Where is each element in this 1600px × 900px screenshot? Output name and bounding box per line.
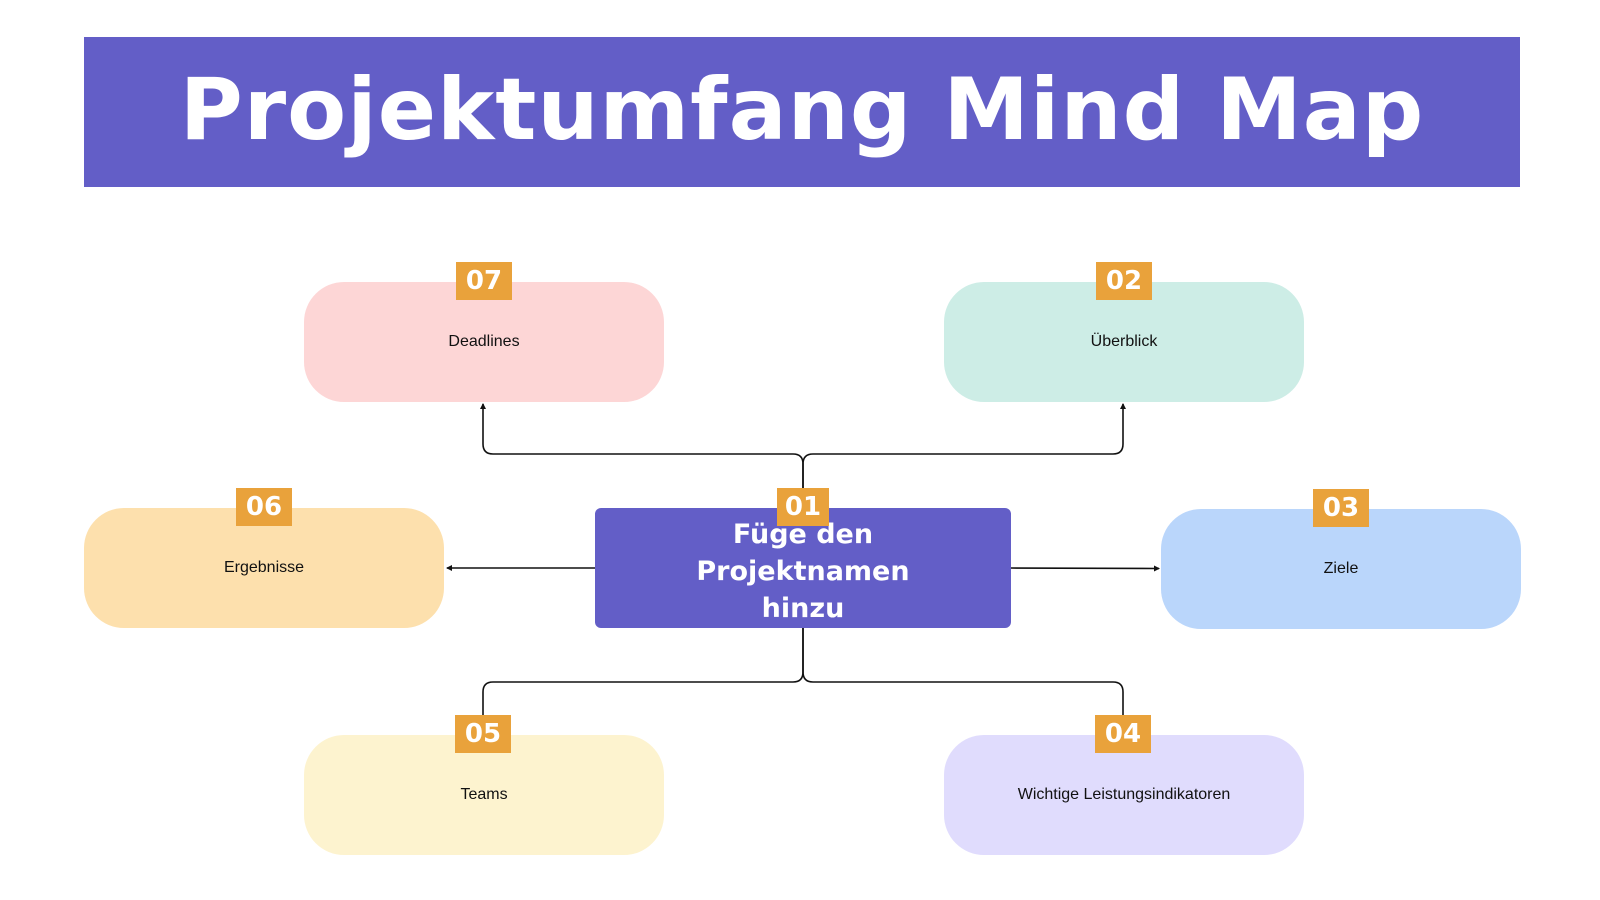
topic-label: Deadlines bbox=[448, 333, 520, 350]
topic-node-kpis: Wichtige Leistungsindikatoren bbox=[944, 735, 1304, 855]
topic-label: Teams bbox=[460, 786, 508, 803]
connector-to-teams bbox=[482, 628, 804, 716]
center-number-badge: 01 bbox=[777, 488, 829, 526]
connector-to-deadlines bbox=[480, 403, 804, 488]
center-node-text: Füge den Projektnamen hinzu bbox=[696, 518, 910, 624]
title-banner: Projektumfang Mind Map bbox=[84, 37, 1520, 187]
topic-number-badge: 04 bbox=[1095, 715, 1151, 753]
topic-label: Wichtige Leistungsindikatoren bbox=[1017, 786, 1231, 803]
topic-number-badge: 02 bbox=[1096, 262, 1152, 300]
connector-to-ziele bbox=[1010, 565, 1160, 572]
connector-to-ueberblick bbox=[802, 403, 1126, 488]
topic-label: Ergebnisse bbox=[223, 559, 305, 576]
topic-number-badge: 07 bbox=[456, 262, 512, 300]
connector-to-kpis bbox=[802, 628, 1124, 716]
topic-number-badge: 03 bbox=[1313, 489, 1369, 527]
topic-node-deadlines: Deadlines bbox=[304, 282, 664, 402]
topic-label: Überblick bbox=[1090, 333, 1158, 350]
topic-node-ueberblick: Überblick bbox=[944, 282, 1304, 402]
page-title: Projektumfang Mind Map bbox=[179, 60, 1425, 160]
center-node: Füge den Projektnamen hinzu bbox=[595, 508, 1011, 628]
topic-node-ergebnisse: Ergebnisse bbox=[84, 508, 444, 628]
topic-node-ziele: Ziele bbox=[1161, 509, 1521, 629]
topic-number-badge: 06 bbox=[236, 488, 292, 526]
topic-node-teams: Teams bbox=[304, 735, 664, 855]
topic-label: Ziele bbox=[1323, 560, 1359, 577]
topic-number-badge: 05 bbox=[455, 715, 511, 753]
